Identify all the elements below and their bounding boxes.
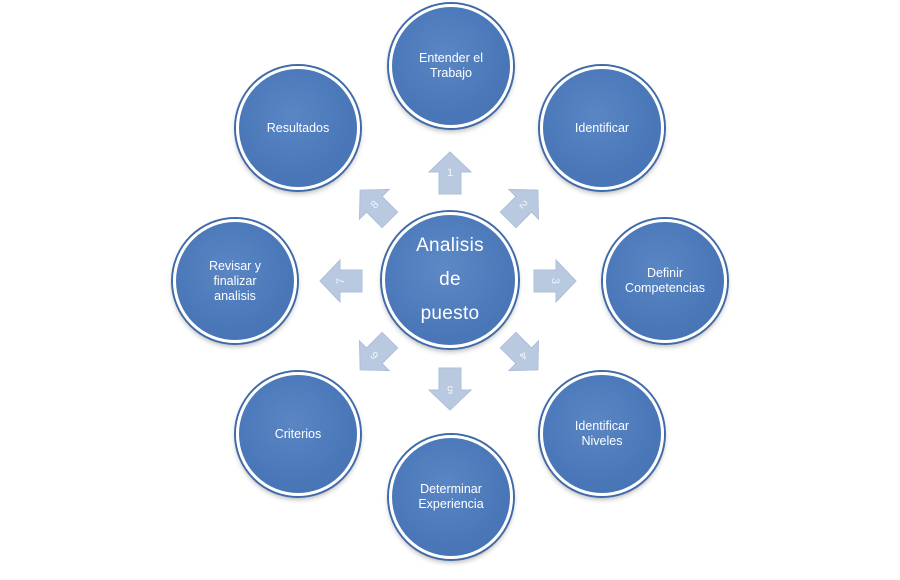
arrow-icon bbox=[358, 188, 399, 229]
arrow-icon bbox=[499, 188, 540, 229]
step-node-6: Criterios bbox=[236, 372, 360, 496]
step-node-3: Definir Competencias bbox=[603, 219, 727, 343]
step-node-label: Determinar Experiencia bbox=[418, 482, 484, 511]
step-arrow-number: 3 bbox=[549, 277, 561, 285]
arrow-icon bbox=[427, 151, 473, 195]
arrow-icon bbox=[358, 331, 399, 372]
step-node-4: Identificar Niveles bbox=[540, 372, 664, 496]
step-arrow-number: 8 bbox=[368, 198, 382, 212]
step-node-8: Resultados bbox=[236, 66, 360, 190]
step-arrow-4: 4 bbox=[490, 322, 555, 387]
step-node-1: Entender el Trabajo bbox=[389, 4, 513, 128]
step-node-2: Identificar bbox=[540, 66, 664, 190]
step-arrow-number: 1 bbox=[446, 167, 454, 179]
step-node-label: Entender el Trabajo bbox=[419, 51, 483, 80]
step-arrow-number: 7 bbox=[335, 277, 347, 285]
center-node-label: Analisis de puesto bbox=[416, 235, 484, 324]
center-node: Analisis de puesto bbox=[382, 212, 518, 348]
step-node-label: Criterios bbox=[274, 426, 322, 441]
step-arrow-8: 8 bbox=[342, 172, 407, 237]
step-node-label: Revisar y finalizar analisis bbox=[208, 258, 262, 303]
step-arrow-number: 6 bbox=[368, 348, 382, 362]
step-arrow-1: 1 bbox=[427, 150, 473, 196]
step-node-label: Definir Competencias bbox=[625, 266, 705, 295]
step-node-5: Determinar Experiencia bbox=[389, 435, 513, 559]
arrow-icon bbox=[319, 258, 363, 304]
arrow-icon bbox=[427, 367, 473, 411]
step-arrow-number: 5 bbox=[446, 383, 454, 395]
step-node-label: Resultados bbox=[266, 120, 330, 135]
step-arrow-number: 4 bbox=[516, 348, 530, 362]
step-node-label: Identificar bbox=[574, 120, 630, 135]
step-arrow-6: 6 bbox=[342, 322, 407, 387]
step-node-label: Identificar Niveles bbox=[574, 419, 630, 448]
arrow-icon bbox=[499, 331, 540, 372]
step-arrow-3: 3 bbox=[532, 258, 578, 304]
step-arrow-5: 5 bbox=[427, 366, 473, 412]
step-arrow-7: 7 bbox=[318, 258, 364, 304]
step-node-7: Revisar y finalizar analisis bbox=[173, 219, 297, 343]
arrow-icon bbox=[533, 258, 577, 304]
step-arrow-2: 2 bbox=[490, 172, 555, 237]
step-arrow-number: 2 bbox=[516, 198, 530, 212]
